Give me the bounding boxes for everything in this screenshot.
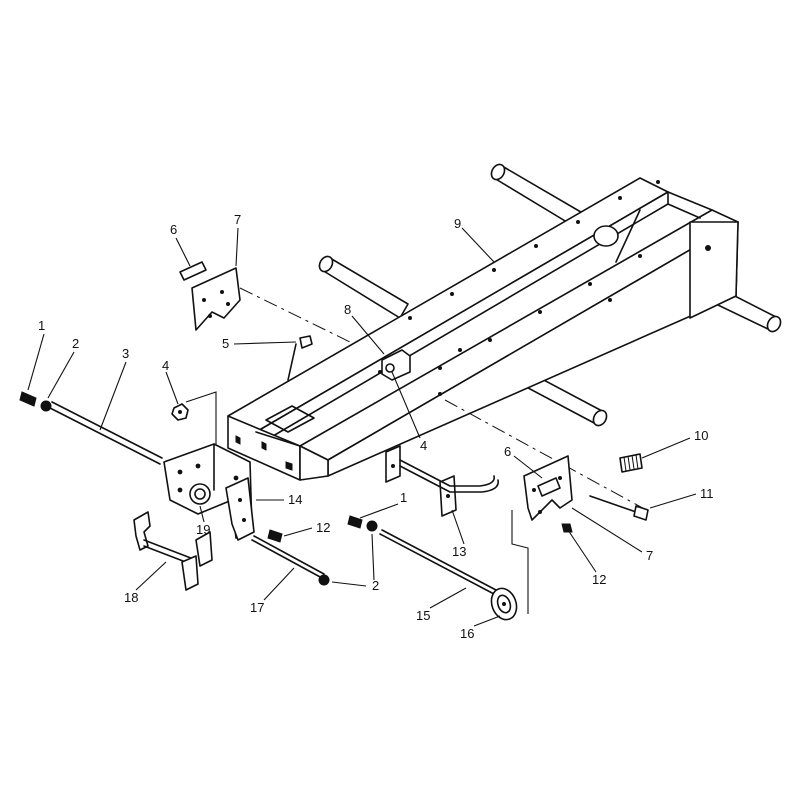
callout-11: 11: [700, 486, 714, 501]
spring-right-12: [561, 523, 573, 533]
callout-12-right: 12: [592, 572, 606, 587]
spring-upper-left: [19, 391, 37, 407]
frame-holes: [378, 180, 711, 396]
alignment-line-right: [444, 399, 651, 513]
spring-10: [619, 453, 643, 473]
rod-15: [379, 529, 497, 595]
callout-9: 9: [454, 216, 461, 231]
spring-left-12: [267, 529, 283, 543]
upper-mount-plate: [191, 267, 241, 331]
main-frame: [227, 163, 782, 513]
callout-leaders: [27, 227, 697, 627]
callout-2-upper: 2: [72, 336, 79, 351]
decal-label-upper: [179, 261, 207, 281]
callout-4-left: 4: [162, 358, 169, 373]
frame-bracket: [381, 349, 411, 381]
washer-upper-left: [40, 400, 52, 412]
callout-1-upper: 1: [38, 318, 45, 333]
callout-18: 18: [124, 590, 138, 605]
bolt-5: [287, 335, 313, 381]
callout-2-lower: 2: [372, 578, 379, 593]
callout-6-upper: 6: [170, 222, 177, 237]
pulley-16: [490, 587, 518, 621]
bolt-11: [589, 495, 649, 521]
callout-10: 10: [694, 428, 708, 443]
callout-6-right: 6: [504, 444, 511, 459]
nut-left: [171, 403, 189, 421]
front-cross-tube-left: [321, 257, 409, 319]
callout-8: 8: [344, 302, 351, 317]
callout-5: 5: [222, 336, 229, 351]
spring-centre-1: [347, 515, 378, 532]
rod-17: [251, 535, 325, 579]
roller-19: [189, 483, 211, 505]
callout-7-right: 7: [646, 548, 653, 563]
leader-nut-to-bracket: [185, 391, 217, 470]
callout-13: 13: [452, 544, 466, 559]
left-long-rod: [49, 401, 163, 465]
callout-4-right: 4: [420, 438, 427, 453]
callout-16: 16: [460, 626, 474, 641]
callout-1-centre: 1: [400, 490, 407, 505]
callout-14: 14: [288, 492, 302, 507]
alignment-line-top: [239, 287, 351, 343]
leader-bracket-to-pulley: [511, 510, 529, 614]
callout-19: 19: [196, 522, 210, 537]
callout-3: 3: [122, 346, 129, 361]
rod-13-bent: [385, 445, 499, 517]
callout-numbers: 1 2 3 4 5 6 7 8 9 4 10 6 11 7 12 1 12 14…: [38, 212, 714, 641]
callout-15: 15: [416, 608, 430, 623]
decal-label-right: [537, 477, 561, 497]
callout-12-left: 12: [316, 520, 330, 535]
callout-17: 17: [250, 600, 264, 615]
washer-2-lower: [318, 574, 330, 586]
yoke-18: [133, 511, 213, 591]
callout-7-upper: 7: [234, 212, 241, 227]
